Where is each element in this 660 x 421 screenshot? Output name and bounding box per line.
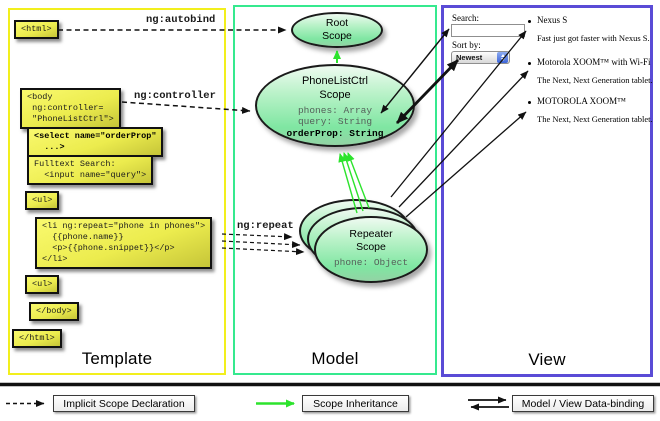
up-arrow-icon [500, 54, 505, 57]
code-box-ul-open: <ul> [25, 191, 60, 211]
bullet-icon [528, 20, 531, 23]
phonelist-prop-phones: phones: Array [297, 104, 373, 116]
bullet-icon [528, 101, 531, 104]
repeater-scope-title: Repeater Scope [349, 228, 393, 254]
repeater-prop-phone: phone: Object [333, 257, 409, 269]
sort-dropdown-value: Newest [456, 53, 483, 62]
search-label: Search: [452, 13, 479, 23]
model-panel-label: Model [311, 349, 359, 368]
ng-controller-label: ng:controller [134, 90, 216, 102]
item-title: MOTOROLA XOOM™ [537, 96, 626, 106]
root-scope-title: Root Scope [322, 16, 352, 42]
code-box-ul-open-2: <ul> [25, 275, 60, 295]
code-box-html-close: </html> [12, 329, 62, 349]
bullet-icon [528, 62, 531, 65]
view-panel-label: View [528, 350, 566, 369]
code-box-body-open: <body ng:controller= "PhoneListCtrl"> [20, 88, 121, 130]
repeater-scope-ellipse: Repeater Scope phone: Object [314, 216, 428, 283]
legend-implicit-scope-box: Implicit Scope Declaration [53, 395, 195, 412]
search-input[interactable] [451, 24, 525, 37]
item-desc: The Next, Next Generation tablet. [537, 114, 653, 124]
template-panel-label: Template [81, 349, 153, 368]
phonelistctrl-scope-ellipse: PhoneListCtrl Scope phones: Array query:… [255, 64, 415, 147]
code-box-fulltext: Fulltext Search: <input name="query"> [27, 155, 154, 186]
phonelist-prop-orderprop: orderProp: String [286, 127, 384, 139]
code-box-li-repeat: <li ng:repeat="phone in phones"> {{phone… [35, 217, 213, 270]
item-desc: The Next, Next Generation tablet. [537, 75, 653, 85]
sort-dropdown[interactable]: Newest [451, 51, 510, 64]
code-box-body-close: </body> [29, 302, 79, 322]
phonelistctrl-scope-title: PhoneListCtrl Scope [301, 75, 369, 101]
root-scope-ellipse: Root Scope [291, 12, 383, 48]
phonelist-prop-query: query: String [297, 116, 373, 128]
legend-scope-inheritance-box: Scope Inheritance [302, 395, 409, 412]
ng-repeat-label: ng:repeat [237, 220, 294, 232]
model-panel: Model [233, 5, 437, 375]
code-box-select: <select name="orderProp" ...> [27, 127, 164, 158]
down-arrow-icon [500, 58, 505, 61]
item-title: Motorola XOOM™ with Wi-Fi [537, 57, 651, 67]
dropdown-stepper-icon [497, 52, 508, 63]
item-desc: Fast just got faster with Nexus S. [537, 33, 650, 43]
sort-by-label: Sort by: [452, 40, 481, 50]
ng-autobind-label: ng:autobind [146, 14, 216, 26]
legend-data-binding-label: Model / View Data-binding [521, 397, 645, 410]
item-title: Nexus S [537, 15, 568, 25]
legend-data-binding-box: Model / View Data-binding [512, 395, 654, 412]
legend-implicit-scope-label: Implicit Scope Declaration [63, 397, 185, 410]
code-box-html-open: <html> [14, 20, 59, 40]
legend-scope-inheritance-label: Scope Inheritance [313, 397, 398, 410]
